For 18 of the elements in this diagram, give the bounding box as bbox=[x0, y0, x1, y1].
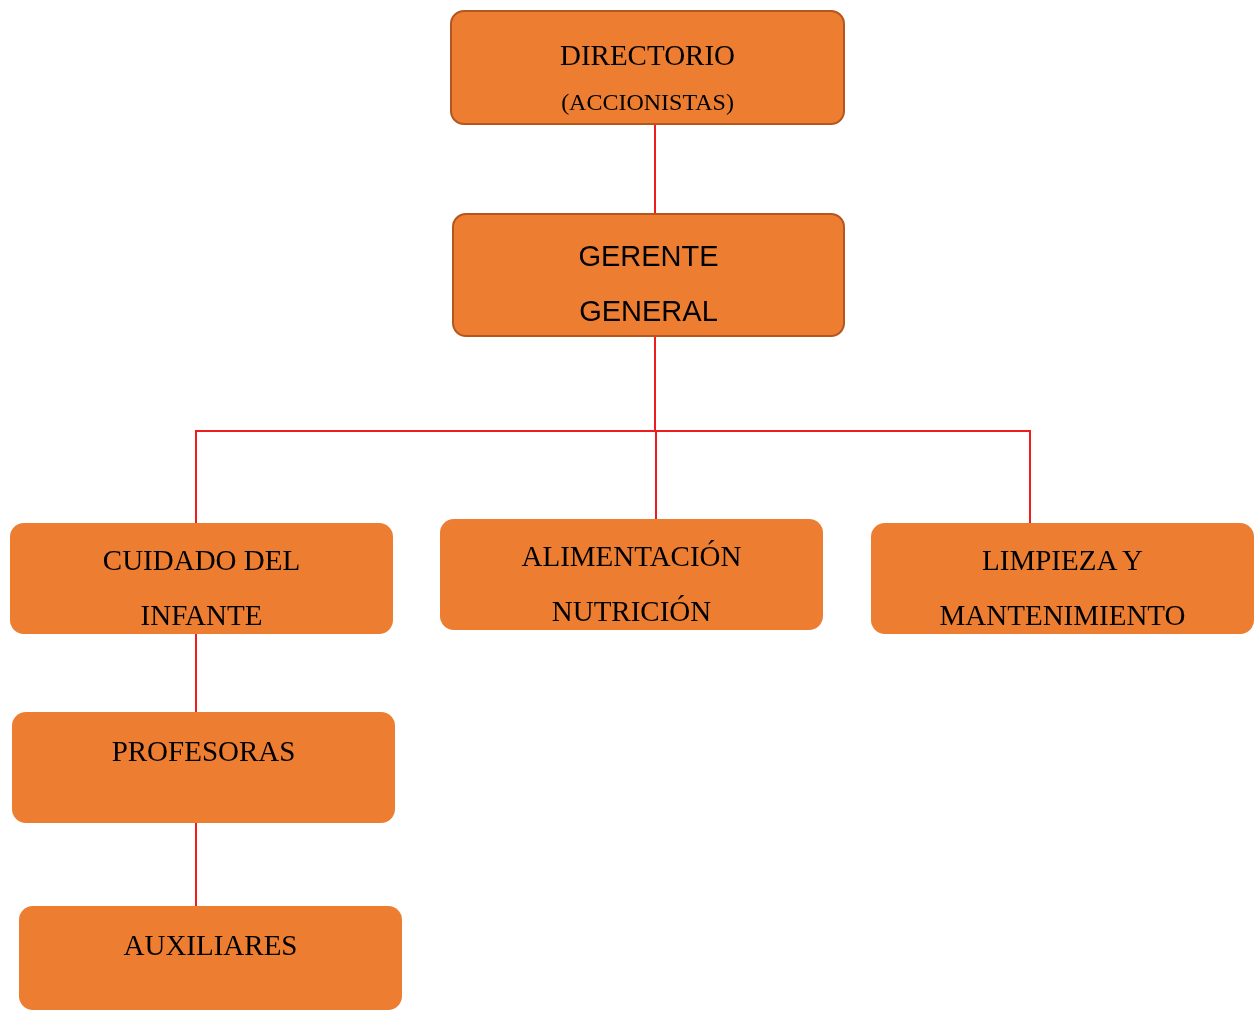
connector-line bbox=[195, 822, 197, 907]
connector-line bbox=[195, 633, 197, 713]
org-box bbox=[440, 519, 823, 630]
box-title: GERENTE GENERAL bbox=[577, 239, 720, 329]
org-box bbox=[450, 10, 845, 125]
box-title: ALIMENTACIÓN NUTRICIÓN bbox=[520, 539, 743, 629]
org-box bbox=[19, 906, 402, 1010]
org-box bbox=[452, 213, 845, 337]
box-subtitle: (ACCIONISTAS) bbox=[561, 88, 734, 117]
org-box bbox=[10, 523, 393, 634]
connector-line bbox=[654, 124, 656, 214]
box-title: CUIDADO DEL INFANTE bbox=[101, 543, 302, 633]
org-box bbox=[12, 712, 395, 823]
box-title: LIMPIEZA Y MANTENIMIENTO bbox=[938, 543, 1187, 633]
box-title: PROFESORAS bbox=[111, 734, 296, 769]
box-title: AUXILIARES bbox=[123, 928, 298, 963]
org-box bbox=[871, 523, 1254, 634]
box-title: DIRECTORIO bbox=[559, 38, 736, 73]
